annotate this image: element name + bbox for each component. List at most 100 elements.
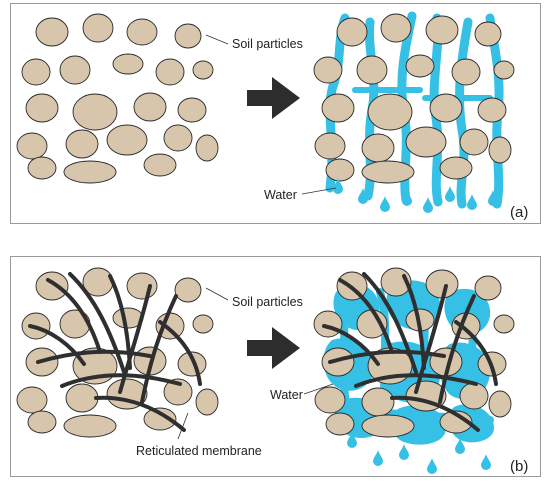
water-channel bbox=[466, 290, 478, 436]
soil-particle bbox=[321, 93, 355, 123]
soil-particle bbox=[177, 97, 207, 123]
soil-particle bbox=[192, 314, 214, 334]
soil-particle bbox=[336, 17, 368, 47]
soil-particle bbox=[16, 132, 48, 160]
soil-particle bbox=[474, 21, 502, 47]
soil-particles-label: Soil particles bbox=[232, 37, 303, 51]
reticulated-membrane-fiber bbox=[454, 320, 498, 386]
soil-particle bbox=[106, 124, 148, 156]
soil-particle bbox=[459, 128, 489, 156]
reticulated-membrane-fiber bbox=[402, 274, 426, 370]
soil-particle bbox=[493, 314, 515, 334]
soil-particle bbox=[27, 410, 57, 434]
soil-particle bbox=[425, 269, 459, 299]
soil-particle bbox=[16, 386, 48, 414]
soil-particle bbox=[143, 407, 177, 431]
reticulated-membrane-fiber bbox=[28, 324, 86, 366]
leader-line bbox=[205, 287, 229, 301]
soil-particle bbox=[314, 386, 346, 414]
soil-particle bbox=[405, 126, 447, 158]
reticulated-membrane-fiber bbox=[46, 278, 102, 354]
panel-b-label: (b) bbox=[510, 458, 528, 475]
soil-particle bbox=[493, 60, 515, 80]
soil-particle bbox=[59, 309, 91, 339]
soil-particle bbox=[21, 58, 51, 86]
water-drop-icon bbox=[427, 458, 437, 474]
soil-particle bbox=[133, 92, 167, 122]
soil-particle bbox=[321, 347, 355, 377]
reticulated-membrane-fiber bbox=[338, 278, 394, 354]
soil-particle bbox=[325, 412, 355, 436]
soil-particle bbox=[35, 17, 69, 47]
soil-particle bbox=[439, 156, 473, 180]
soil-particle bbox=[361, 414, 415, 438]
water-drop-icon bbox=[347, 432, 357, 448]
soil-particle bbox=[65, 129, 99, 159]
soil-particle bbox=[174, 23, 202, 49]
soil-particle bbox=[325, 158, 355, 182]
soil-particle bbox=[27, 156, 57, 180]
soil-particle bbox=[155, 58, 185, 86]
soil-particle bbox=[361, 133, 395, 163]
water-drop-icon bbox=[423, 197, 433, 213]
reticulated-membrane-fiber bbox=[60, 373, 182, 388]
panel-a-dry-soil bbox=[16, 13, 219, 184]
water-label: Water bbox=[264, 188, 297, 202]
soil-particle bbox=[451, 58, 481, 86]
leader-line bbox=[303, 383, 334, 395]
soil-particle bbox=[477, 97, 507, 123]
reticulated-membrane-fiber bbox=[322, 324, 380, 366]
soil-particle bbox=[59, 55, 91, 85]
soil-particle bbox=[65, 383, 99, 413]
soil-particle bbox=[177, 351, 207, 377]
soil-particle bbox=[112, 53, 144, 75]
leader-line bbox=[177, 412, 189, 440]
soil-particle bbox=[367, 93, 413, 131]
soil-particle bbox=[314, 132, 346, 160]
soil-particle bbox=[195, 134, 219, 162]
soil-particle bbox=[192, 60, 214, 80]
reticulated-membrane-fiber bbox=[158, 320, 202, 386]
soil-particle bbox=[380, 13, 412, 43]
reticulated-membrane-fiber bbox=[390, 395, 480, 432]
panel-b-water-drops bbox=[347, 432, 491, 474]
soil-particle bbox=[474, 275, 502, 301]
panel-b-wet-membrane-soil bbox=[313, 267, 515, 438]
soil-particle bbox=[361, 387, 395, 417]
soil-particle bbox=[439, 410, 473, 434]
reticulated-membrane-fiber bbox=[354, 373, 478, 388]
panel-b-membrane-soil bbox=[16, 267, 219, 438]
water-drop-icon bbox=[358, 188, 368, 204]
soil-particle bbox=[405, 54, 435, 78]
soil-particle bbox=[313, 56, 343, 84]
reticulated-membrane-fiber bbox=[118, 284, 152, 394]
soil-particle bbox=[488, 390, 512, 418]
water-label: Water bbox=[270, 388, 303, 402]
panel-a-label: (a) bbox=[510, 204, 528, 221]
soil-particle bbox=[163, 124, 193, 152]
soil-particles-label: Soil particles bbox=[232, 295, 303, 309]
reticulated-membrane-fiber bbox=[68, 272, 126, 374]
reticulated-membrane-fiber bbox=[438, 294, 476, 404]
arrow-icon bbox=[247, 77, 300, 119]
water-drop-icon bbox=[488, 190, 498, 206]
water-drop-icon bbox=[380, 196, 390, 212]
water-drop-icon bbox=[399, 444, 409, 460]
soil-particle bbox=[174, 277, 202, 303]
panel-a-water-drops bbox=[333, 178, 498, 213]
reticulated-membrane-fiber bbox=[94, 395, 186, 432]
leader-line bbox=[301, 187, 337, 195]
soil-particle bbox=[361, 160, 415, 184]
water-drop-icon bbox=[333, 178, 343, 194]
water-drop-icon bbox=[445, 186, 455, 202]
arrow-icon bbox=[247, 327, 300, 369]
soil-particle bbox=[126, 18, 158, 46]
soil-particle bbox=[195, 388, 219, 416]
soil-particle bbox=[163, 378, 193, 406]
water-drop-icon bbox=[467, 194, 477, 210]
water-drop-icon bbox=[402, 190, 412, 206]
soil-particle bbox=[143, 153, 177, 177]
reticulated-membrane-label: Reticulated membrane bbox=[136, 444, 262, 458]
soil-particle bbox=[72, 93, 118, 131]
